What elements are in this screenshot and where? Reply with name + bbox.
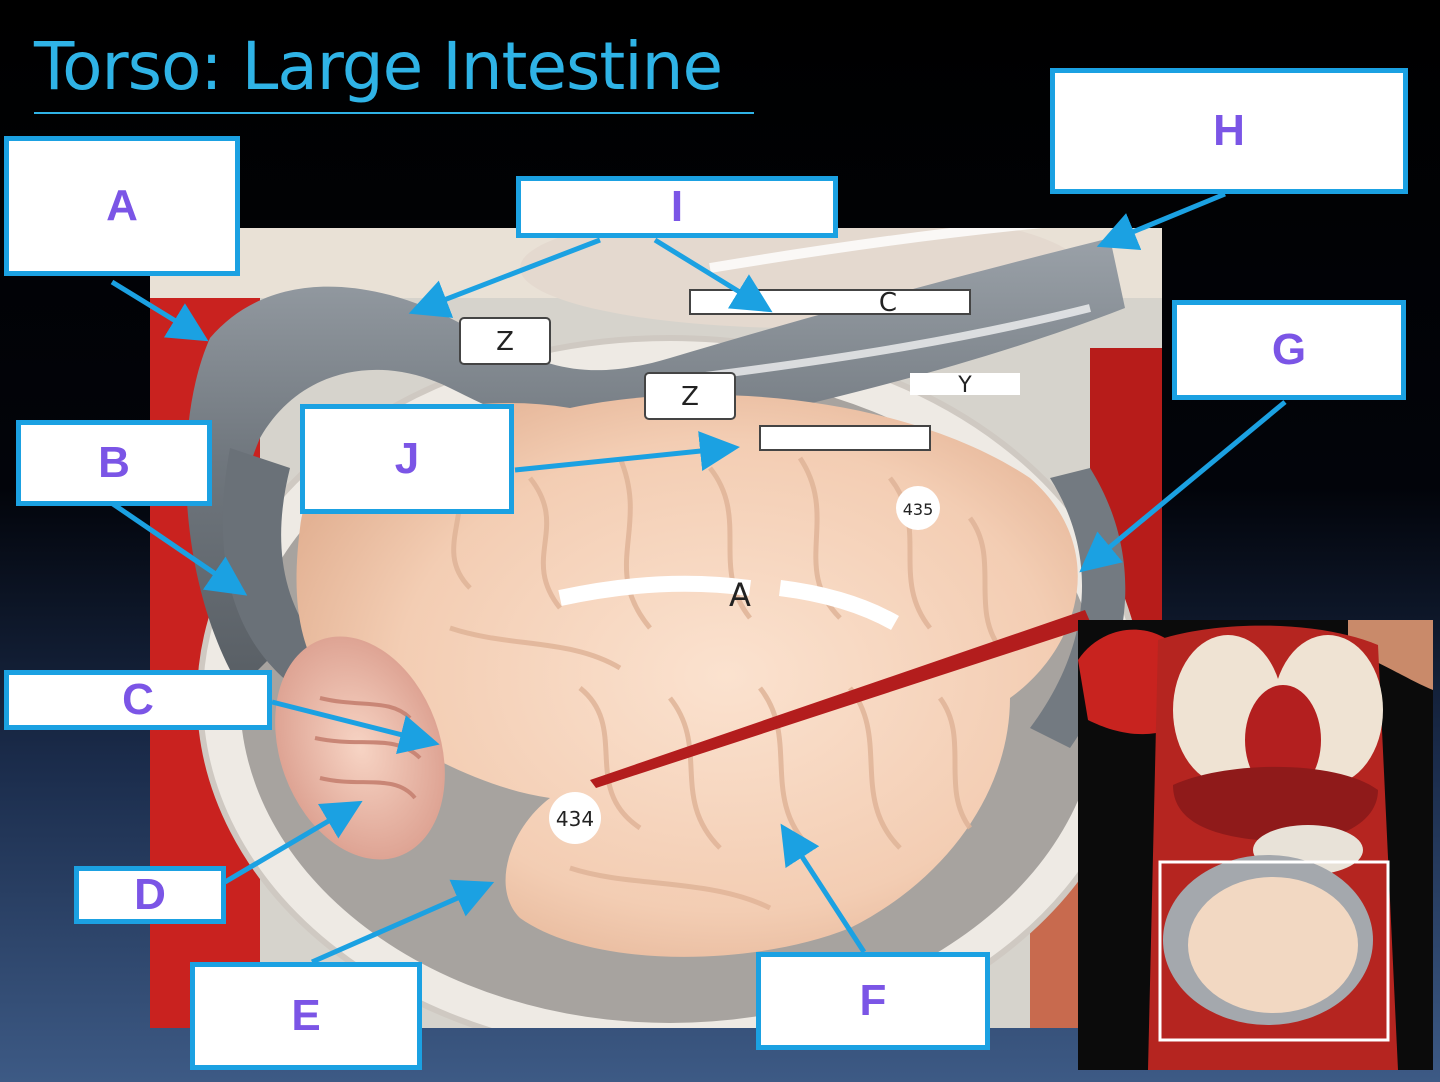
pin-434: 434 — [556, 807, 594, 831]
tag-a: A — [729, 576, 751, 614]
label-box-b: B — [16, 420, 212, 506]
label-box-a: A — [4, 136, 240, 276]
label-box-c: C — [4, 670, 272, 730]
title-underline — [34, 112, 754, 114]
large-intestine-model-photo: Z Z C Y A 434 435 — [150, 228, 1162, 1028]
label-box-d: D — [74, 866, 226, 924]
label-box-h: H — [1050, 68, 1408, 194]
label-box-f: F — [756, 952, 990, 1050]
label-box-e: E — [190, 962, 422, 1070]
slide-title: Torso: Large Intestine — [34, 28, 723, 105]
label-box-j: J — [300, 404, 514, 514]
tag-y: Y — [957, 373, 972, 398]
pin-435: 435 — [903, 500, 934, 519]
label-box-g: G — [1172, 300, 1406, 400]
tag-c: C — [879, 288, 897, 318]
tag-z1: Z — [496, 327, 514, 357]
tag-z2: Z — [681, 382, 699, 412]
label-box-i: I — [516, 176, 838, 238]
torso-overview-inset — [1078, 620, 1433, 1070]
